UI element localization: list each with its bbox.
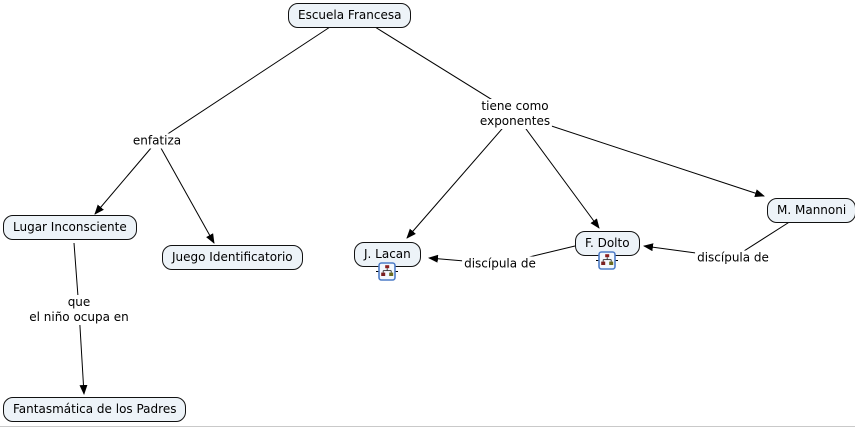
line-escuela-to-enfatiza[interactable] [156, 26, 331, 142]
arrow-enfatiza-to-lugar-inconsciente[interactable] [94, 140, 158, 215]
concept-m-mannoni[interactable]: M. Mannoni [767, 198, 855, 223]
concept-label: F. Dolto [585, 236, 630, 250]
concept-f-dolto[interactable]: F. Dolto [575, 231, 640, 270]
arrow-enfatiza-to-juego-identificatorio[interactable] [156, 140, 215, 244]
cmap-resource-icon[interactable] [596, 251, 619, 270]
linking-phrase-enfatiza[interactable]: enfatiza [130, 133, 184, 149]
linking-phrase-discipula-de-1[interactable]: discípula de [462, 256, 538, 272]
arrow-exponentes-to-m-mannoni[interactable] [514, 113, 765, 197]
linking-phrase-tiene-como-exponentes[interactable]: tiene como exponentes [477, 99, 553, 129]
concept-label: J. Lacan [364, 247, 411, 261]
cmap-resource-icon[interactable] [376, 262, 399, 281]
concept-fantasmatica-de-los-padres[interactable]: Fantasmática de los Padres [3, 397, 187, 422]
linking-phrase-que-el-nino-ocupa-en[interactable]: que el niño ocupa en [27, 295, 131, 325]
concept-escuela-francesa[interactable]: Escuela Francesa [288, 3, 412, 28]
arrow-exponentes-to-j-lacan[interactable] [406, 113, 516, 239]
concept-juego-identificatorio[interactable]: Juego Identificatorio [162, 245, 303, 270]
arrow-exponentes-to-f-dolto[interactable] [514, 113, 600, 229]
linking-phrase-discipula-de-2[interactable]: discípula de [695, 250, 771, 266]
concept-j-lacan[interactable]: J. Lacan [354, 242, 421, 281]
concept-lugar-inconsciente[interactable]: Lugar Inconsciente [3, 215, 137, 240]
